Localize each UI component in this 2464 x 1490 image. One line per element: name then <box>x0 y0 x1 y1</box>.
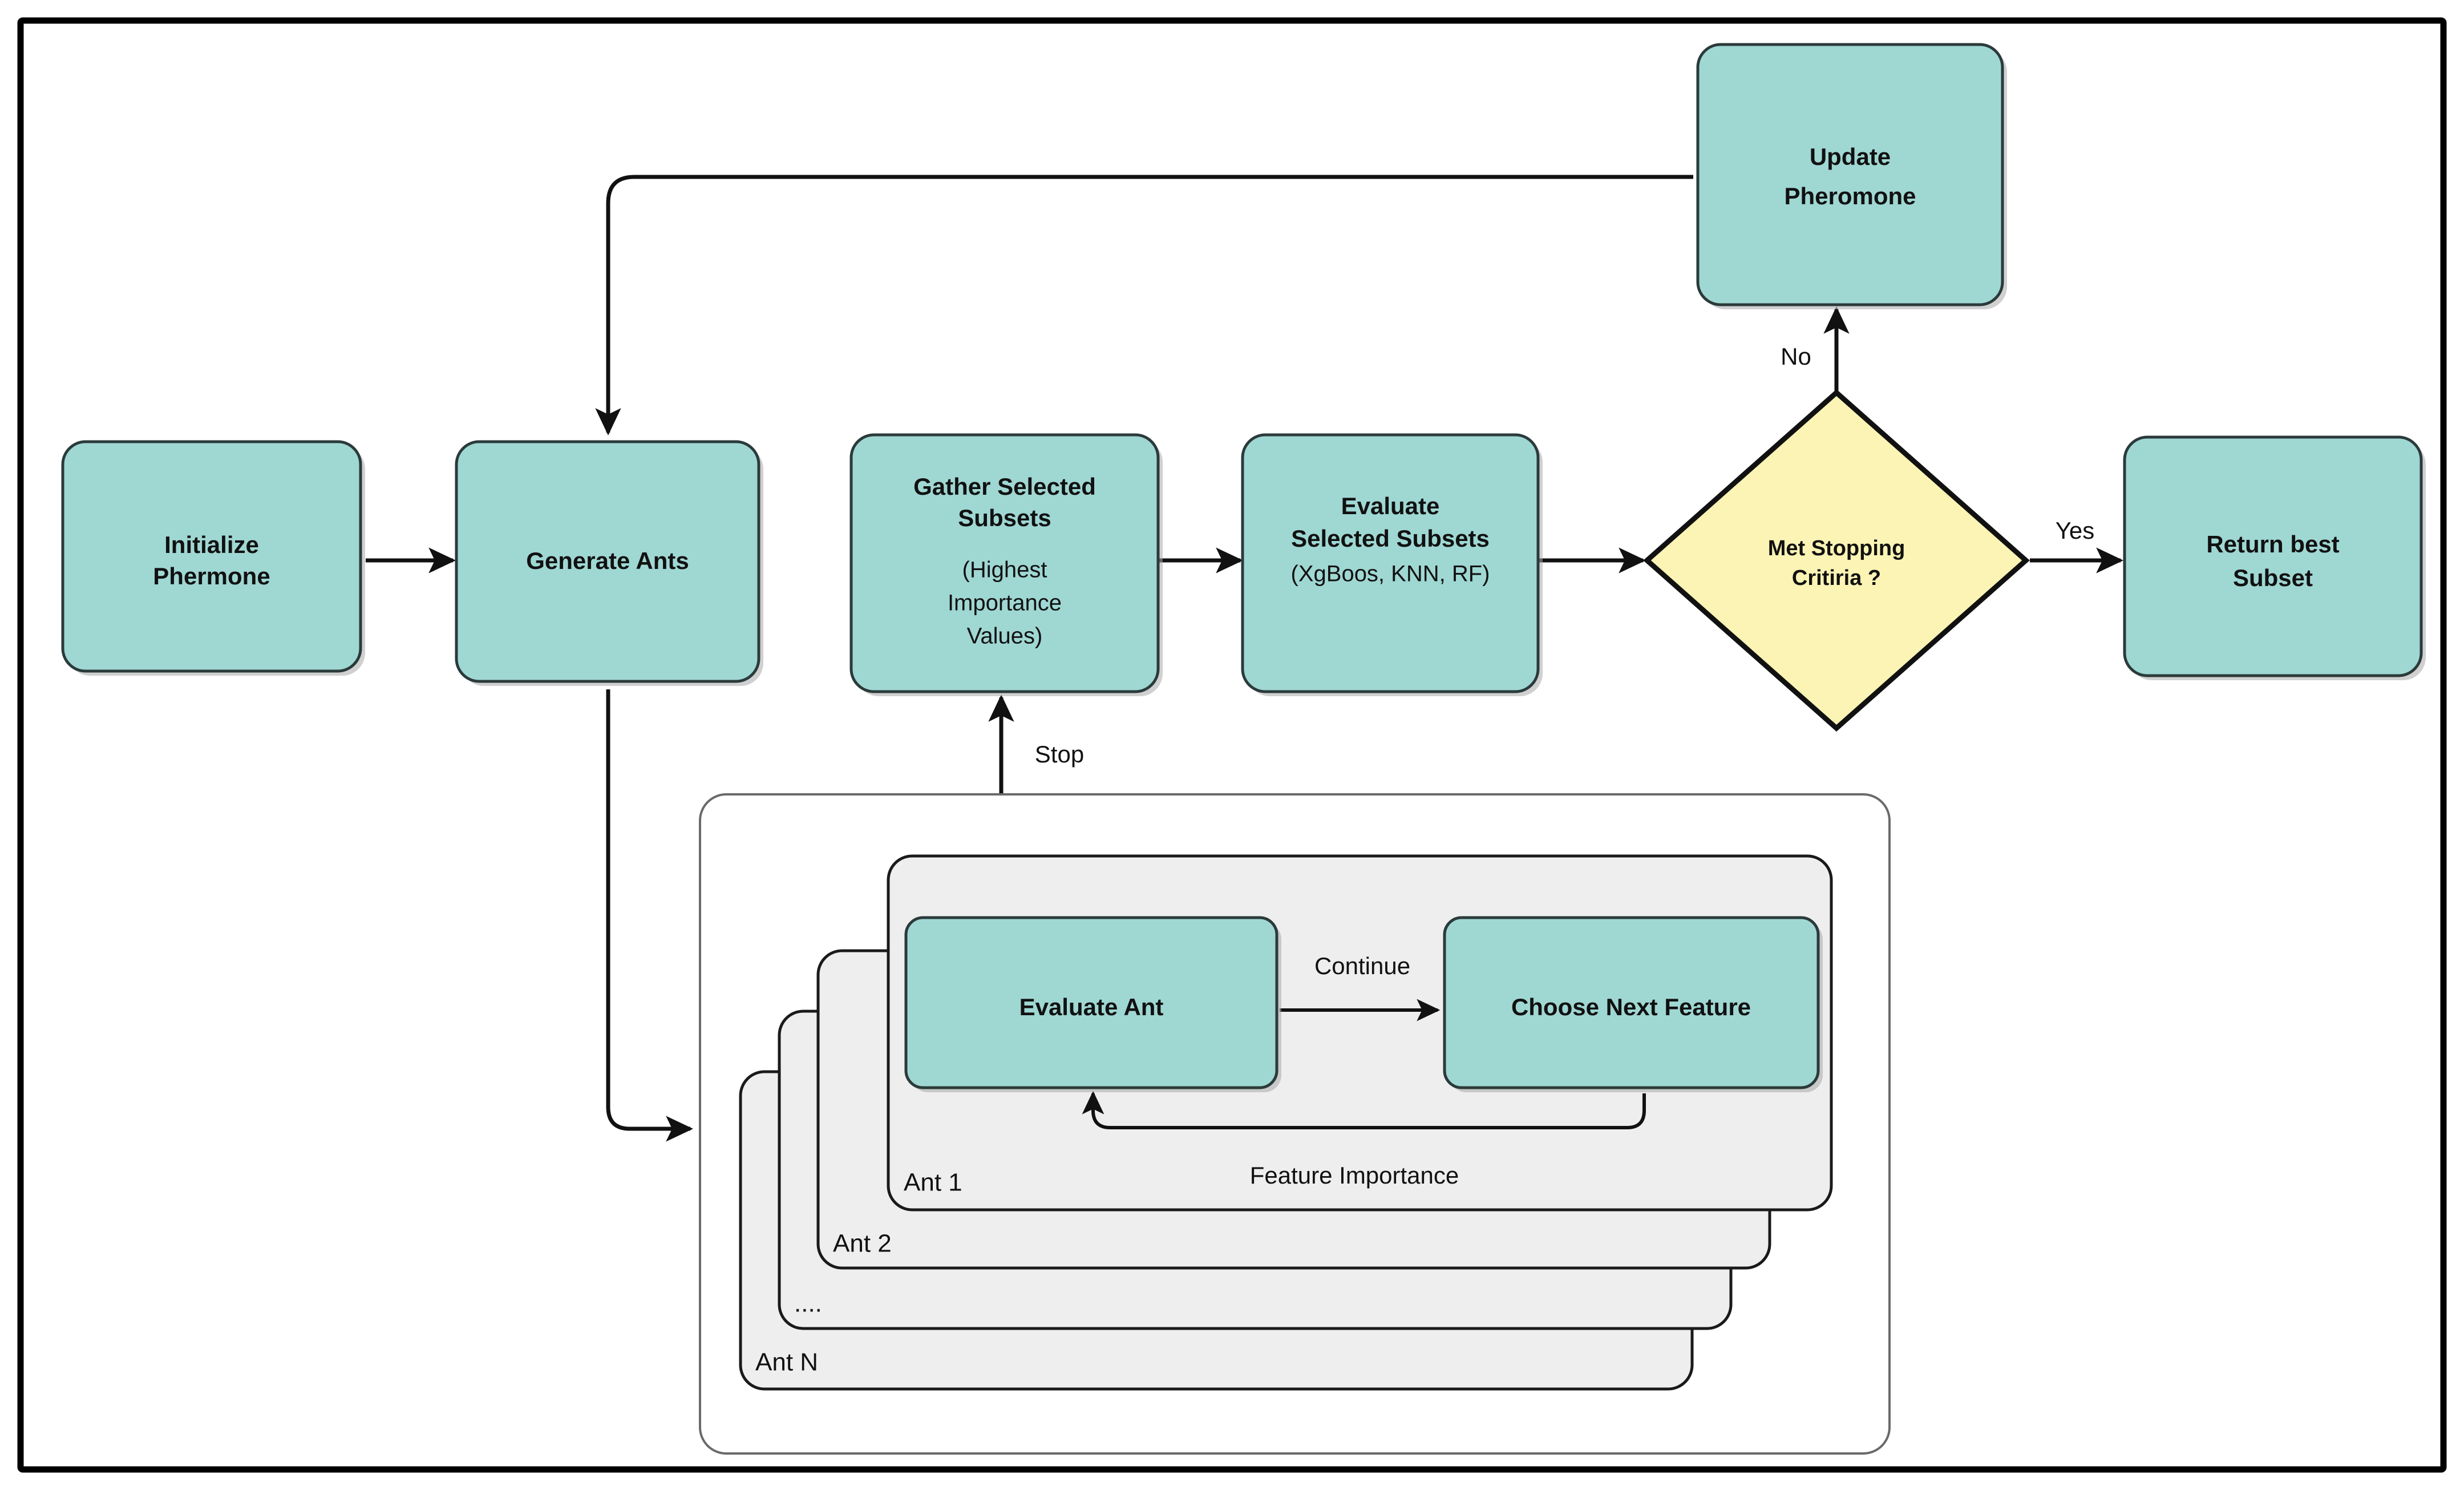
ant-card-label-0: Ant 1 <box>904 1169 962 1197</box>
met-stopping-criteria-line2: Critiria ? <box>1792 566 1881 590</box>
node-choose-next-feature[interactable]: Choose Next Feature <box>1443 916 1823 1092</box>
node-gather-selected-subsets[interactable]: Gather Selected Subsets (Highest Importa… <box>849 433 1163 696</box>
gather-selected-subsets-line2: Subsets <box>958 504 1051 531</box>
node-initialize-pheromone[interactable]: Initialize Phermone <box>61 440 365 676</box>
edge-label-feature-importance: Feature Importance <box>1250 1162 1459 1189</box>
gather-selected-subsets-sub1: (Highest <box>962 558 1047 583</box>
update-pheromone-line1: Update <box>1810 143 1891 170</box>
gather-selected-subsets-sub2: Importance <box>948 591 1062 616</box>
edge-label-continue: Continue <box>1314 952 1410 979</box>
return-best-subset-line2: Subset <box>2233 564 2313 591</box>
node-evaluate-selected-subsets[interactable]: Evaluate Selected Subsets (XgBoos, KNN, … <box>1241 433 1543 696</box>
edge-label-no: No <box>1781 343 1811 370</box>
evaluate-selected-subsets-sub1: (XgBoos, KNN, RF) <box>1291 562 1490 587</box>
node-return-best-subset[interactable]: Return best Subset <box>2123 435 2426 680</box>
node-evaluate-ant[interactable]: Evaluate Ant <box>904 916 1281 1092</box>
edge-generate-to-ant-group <box>606 689 694 1142</box>
node-generate-ants[interactable]: Generate Ants <box>455 440 763 686</box>
ant-card-label-3: Ant N <box>755 1348 818 1376</box>
update-pheromone-line2: Pheromone <box>1784 183 1916 209</box>
gather-selected-subsets-line1: Gather Selected <box>913 473 1096 500</box>
ant-card-label-2: .... <box>794 1290 822 1318</box>
gather-selected-subsets-sub3: Values) <box>967 624 1043 649</box>
initialize-pheromone-line1: Initialize <box>164 531 259 558</box>
generate-ants-line1: Generate Ants <box>526 547 689 574</box>
choose-next-feature-line1: Choose Next Feature <box>1511 994 1751 1020</box>
page-frame <box>17 17 2447 1473</box>
return-best-subset-line1: Return best <box>2206 531 2339 558</box>
node-update-pheromone[interactable]: Update Pheromone <box>1696 43 2007 309</box>
node-met-stopping-criteria[interactable]: Met Stopping Critiria ? <box>1643 389 2030 732</box>
evaluate-selected-subsets-line2: Selected Subsets <box>1291 525 1490 552</box>
edge-label-yes: Yes <box>2056 517 2095 544</box>
evaluate-selected-subsets-line1: Evaluate <box>1341 492 1440 519</box>
edge-label-stop: Stop <box>1035 741 1084 768</box>
met-stopping-criteria-line1: Met Stopping <box>1768 536 1905 560</box>
edge-update-to-generate <box>595 175 1693 436</box>
edge-feature-importance-loop <box>1082 1091 1646 1129</box>
ant-card-label-1: Ant 2 <box>833 1230 892 1258</box>
initialize-pheromone-line2: Phermone <box>153 563 270 589</box>
evaluate-ant-line1: Evaluate Ant <box>1019 994 1164 1020</box>
